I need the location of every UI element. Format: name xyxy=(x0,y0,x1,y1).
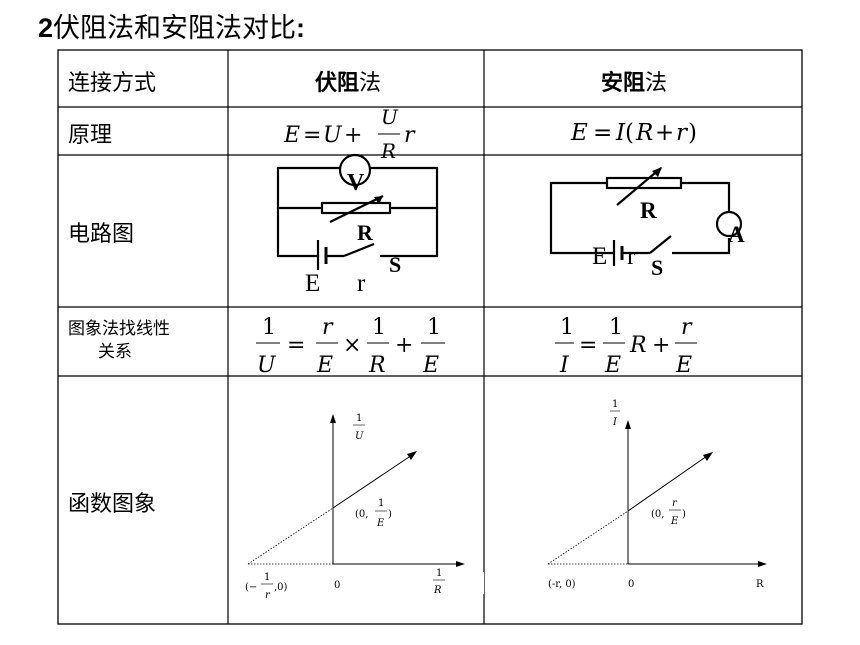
origin-label: 0 xyxy=(628,579,634,590)
svg-text:×: × xyxy=(343,333,361,358)
svg-text:1: 1 xyxy=(609,315,623,340)
point-label-post: ) xyxy=(388,509,392,520)
graph-voltmeter-method xyxy=(247,414,465,567)
y-axis-numerator: 1 xyxy=(612,399,618,410)
switch-label: S xyxy=(389,252,401,277)
linear-relation-ammeter: 1 I = 1 E R + r E xyxy=(555,315,697,378)
linear-relation-voltmeter: 1 U = r E × 1 R + 1 E xyxy=(256,315,445,378)
point-label-pre: (0, xyxy=(651,509,664,520)
formula-voltmeter-method: E = U + U R r xyxy=(283,105,416,163)
resistor-label: R xyxy=(357,220,374,245)
x-axis-denominator: R xyxy=(433,585,442,596)
header-ammeter-method: 安阻法 xyxy=(601,71,668,96)
x-intercept-den: r xyxy=(265,590,271,601)
svg-text:E: E xyxy=(316,353,333,378)
svg-text:r: r xyxy=(681,315,693,340)
header-connection-method: 连接方式 xyxy=(68,71,157,96)
row-label-principle: 原理 xyxy=(68,123,113,148)
y-axis-denominator: I xyxy=(612,417,618,428)
circuit-voltmeter-method xyxy=(276,153,439,270)
point-label-num: 1 xyxy=(378,498,384,509)
svg-text:R: R xyxy=(380,139,396,163)
x-intercept-label: (-r, 0) xyxy=(548,579,576,590)
point-label-pre: (0, xyxy=(355,509,368,520)
point-label-num: r xyxy=(672,498,678,509)
resistor-label: R xyxy=(640,198,657,223)
svg-text:1: 1 xyxy=(262,315,276,340)
ammeter-label: A xyxy=(728,222,745,247)
svg-text:+: + xyxy=(655,120,674,146)
origin-label: 0 xyxy=(334,580,340,591)
row-label-linear-1: 图象法找线性 xyxy=(68,319,170,339)
page-title: 2伏阻法和安阻法对比: xyxy=(38,13,306,44)
y-axis-denominator: U xyxy=(355,431,364,442)
x-intercept-pre: (− xyxy=(245,582,257,593)
internal-r-label: r xyxy=(357,270,366,297)
row-label-circuit: 电路图 xyxy=(68,222,135,247)
x-axis-numerator: 1 xyxy=(436,568,442,579)
voltmeter-label: V xyxy=(347,170,365,196)
svg-text:I: I xyxy=(559,353,570,378)
graph-ammeter-method xyxy=(547,420,767,567)
svg-text:1: 1 xyxy=(372,315,386,340)
svg-text:R: R xyxy=(629,333,647,358)
svg-text:=: = xyxy=(593,120,612,146)
svg-text:+: + xyxy=(344,123,362,148)
circuit-ammeter-method xyxy=(549,167,743,266)
svg-text:E: E xyxy=(570,120,588,146)
point-label-den: E xyxy=(670,516,679,527)
svg-text:+: + xyxy=(652,333,670,358)
svg-text:E: E xyxy=(283,123,300,148)
svg-text:E: E xyxy=(604,353,621,378)
svg-text:1: 1 xyxy=(427,315,441,340)
svg-text:R: R xyxy=(368,353,386,378)
svg-text:): ) xyxy=(688,120,697,146)
svg-text:=: = xyxy=(287,333,305,358)
emf-label: E xyxy=(592,243,607,270)
svg-text:U: U xyxy=(381,105,399,129)
formula-ammeter-method: E = I ( R + r ) xyxy=(570,120,697,146)
svg-text:r: r xyxy=(676,120,689,146)
svg-text:+: + xyxy=(395,333,413,358)
x-intercept-post: ,0) xyxy=(274,582,288,593)
svg-text:U: U xyxy=(323,123,343,148)
x-axis-label: R xyxy=(756,579,764,590)
svg-text:=: = xyxy=(579,333,597,358)
svg-text:r: r xyxy=(322,315,334,340)
svg-text:U: U xyxy=(257,353,277,378)
x-intercept-num: 1 xyxy=(264,572,270,583)
header-voltmeter-method: 伏阻法 xyxy=(315,71,382,96)
svg-text:=: = xyxy=(303,123,321,148)
internal-r-label: r xyxy=(627,243,636,270)
y-axis-numerator: 1 xyxy=(356,413,362,424)
row-label-function-graph: 函数图象 xyxy=(68,492,157,517)
svg-text:E: E xyxy=(422,353,439,378)
switch-label: S xyxy=(651,255,663,280)
svg-text:r: r xyxy=(404,123,416,148)
svg-text:R: R xyxy=(635,120,653,146)
svg-text:I: I xyxy=(615,120,626,146)
svg-text:1: 1 xyxy=(560,315,574,340)
svg-text:(: ( xyxy=(625,120,634,146)
row-label-linear-2: 关系 xyxy=(98,342,132,362)
emf-label: E xyxy=(305,270,320,297)
point-label-post: ) xyxy=(682,509,686,520)
svg-text:E: E xyxy=(675,353,692,378)
point-label-den: E xyxy=(376,518,385,529)
